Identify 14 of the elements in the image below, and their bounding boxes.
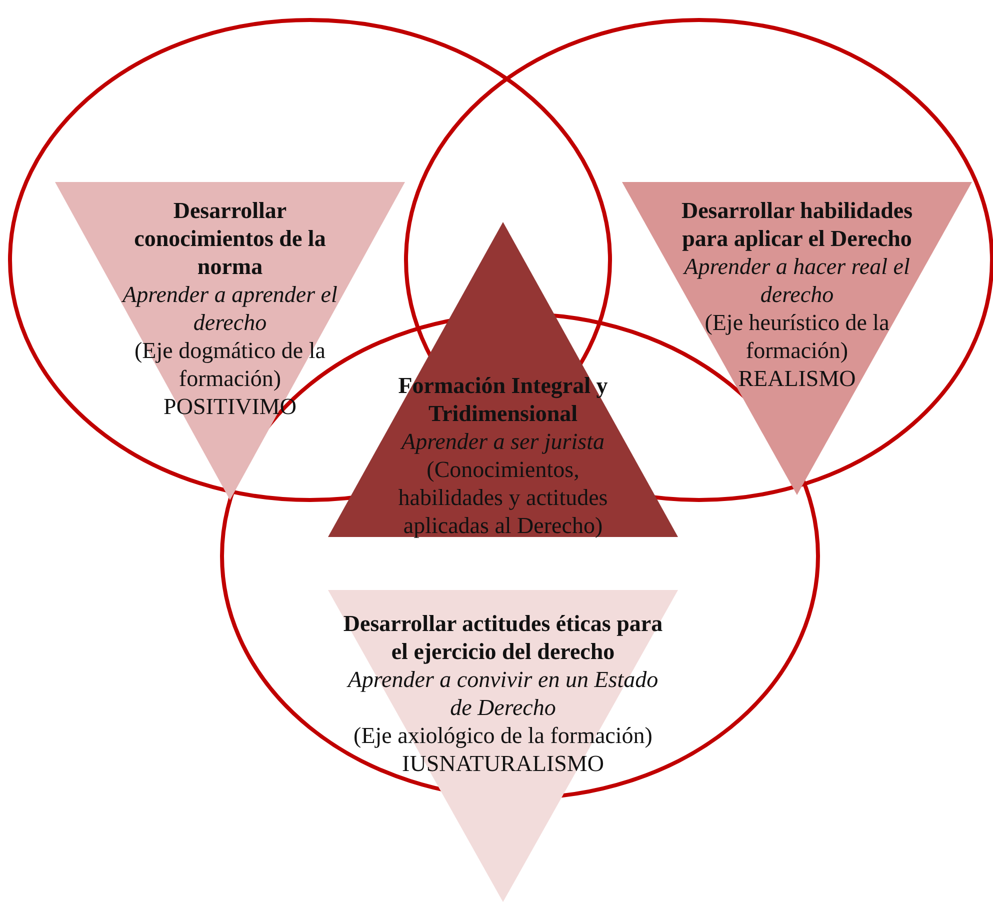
motto-text: Aprender a hacer real el derecho	[682, 253, 911, 309]
axis-note: (Eje axiológico de la formación)	[354, 722, 652, 750]
motto-text: Aprender a ser jurista	[402, 428, 604, 456]
triangle-heading: Desarrollar habilidades para aplicar el Derecho	[680, 197, 914, 253]
axis-note: (Eje dogmático de la formación)	[134, 337, 326, 393]
triangle-heading: Desarrollar actitudes éticas para el ejercicio del derecho	[342, 610, 664, 666]
school-name: IUSNATURALISMO	[402, 750, 604, 778]
motto-text: Aprender a aprender el derecho	[120, 281, 338, 337]
axis-note: (Conocimientos, habilidades y actitudes aplicadas al Derecho)	[397, 456, 609, 540]
school-name: REALISMO	[738, 365, 856, 393]
axis-note: (Eje heurístico de la formación)	[704, 309, 890, 365]
triangle-heading: Desarrollar conocimientos de la norma	[133, 197, 327, 281]
triangle-panel	[328, 590, 678, 902]
motto-text: Aprender a convivir en un Estado de Derecho	[346, 666, 660, 722]
